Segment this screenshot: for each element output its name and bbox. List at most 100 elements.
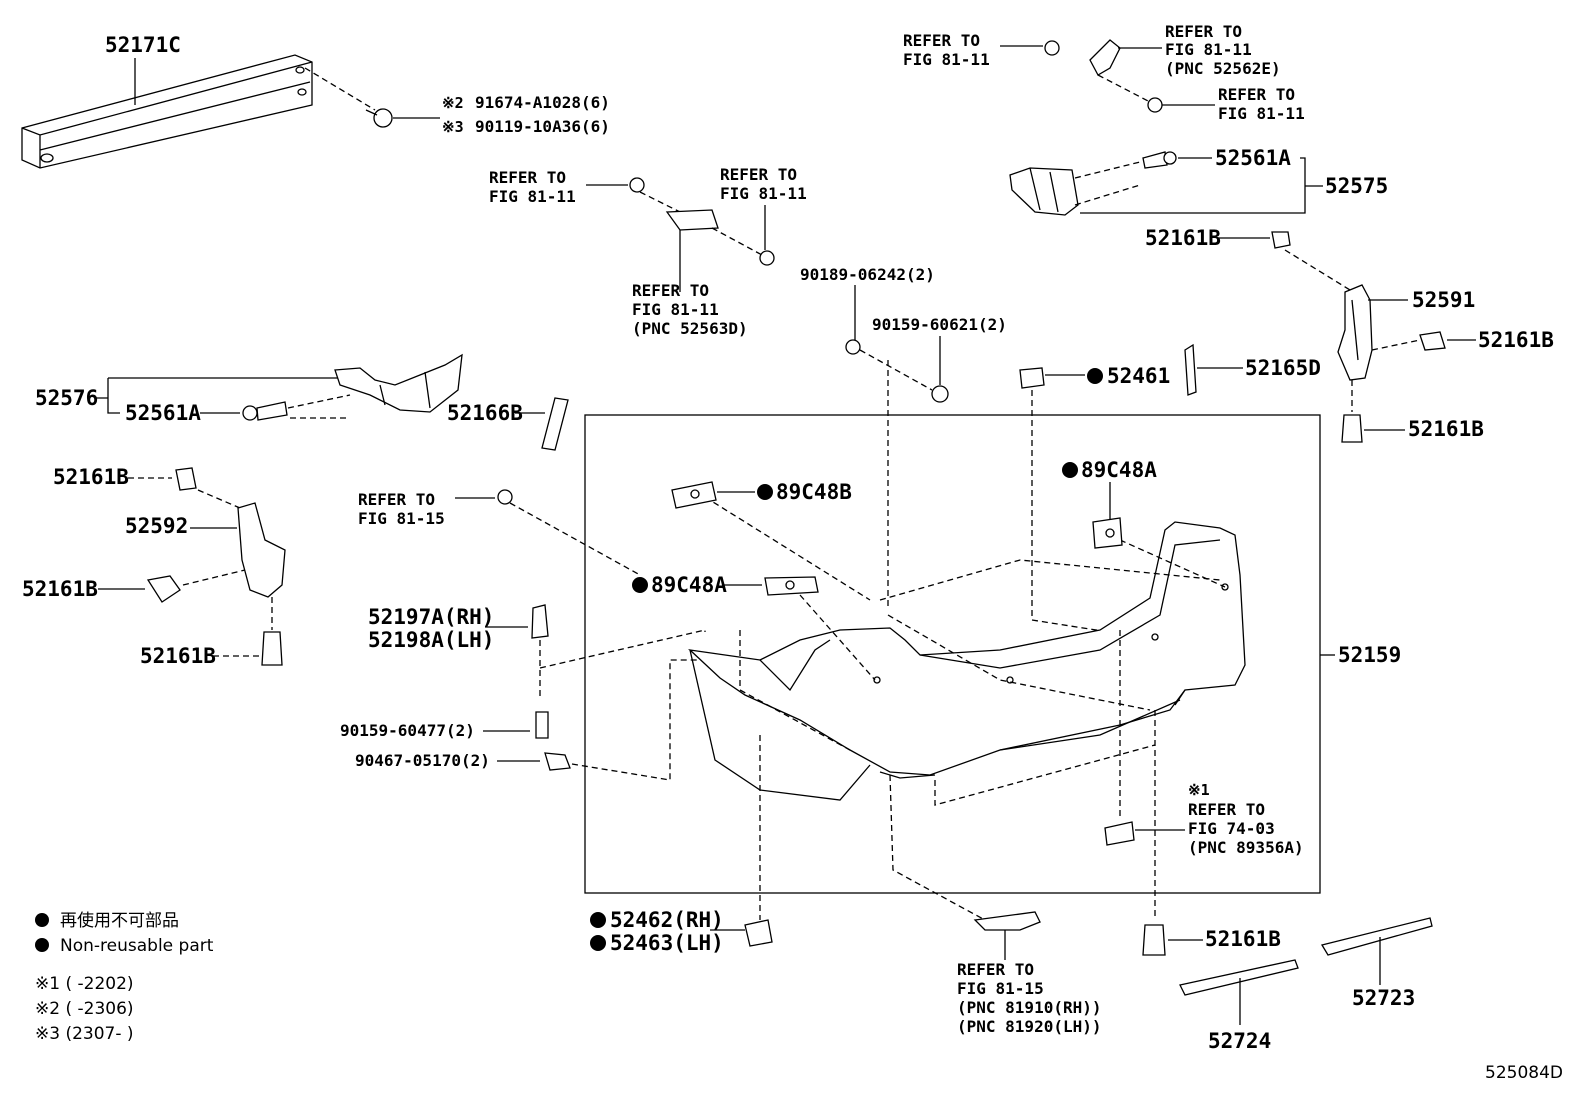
label-52161B: 52161B <box>1205 927 1281 951</box>
clip-52161B[interactable] <box>1142 924 1166 956</box>
pnc-81910: (PNC 81910(RH)) <box>957 998 1102 1017</box>
label-52561A: 52561A <box>125 401 201 425</box>
retainer-52591[interactable] <box>1337 284 1373 381</box>
nonreusable-dot <box>632 577 648 593</box>
clip-52561A-right[interactable] <box>1142 151 1177 169</box>
label-90467: 90467-05170(2) <box>355 751 490 770</box>
label-90119: 90119-10A36(6) <box>475 117 610 136</box>
mark-2: ※2 <box>442 94 464 112</box>
label-52159: 52159 <box>1338 643 1401 667</box>
retainer-52197A[interactable] <box>531 604 549 639</box>
fig-81-15-text: FIG 81-15 <box>358 509 445 528</box>
clip-icon[interactable] <box>497 489 513 505</box>
molding-52723[interactable] <box>1320 917 1433 956</box>
clip-52161B[interactable] <box>261 631 283 666</box>
label-90159-60477: 90159-60477(2) <box>340 721 475 740</box>
molding-52724[interactable] <box>1179 959 1299 996</box>
fig-81-11-text: FIG 81-11 <box>632 300 719 319</box>
label-52166B: 52166B <box>447 401 523 425</box>
legend-nonreusable-en: Non-reusable part <box>60 936 214 956</box>
pnc-81920: (PNC 81920(LH)) <box>957 1017 1102 1036</box>
bolt-91674[interactable] <box>365 108 393 128</box>
label-52723: 52723 <box>1352 986 1415 1010</box>
seal-52165D[interactable] <box>1184 343 1197 396</box>
bracket-52576[interactable] <box>334 353 463 413</box>
fig-74-03-text: FIG 74-03 <box>1188 819 1275 838</box>
sensor-bracket-89C48B[interactable] <box>671 481 717 509</box>
clip-52561A-left[interactable] <box>242 401 288 421</box>
refer-to-text: REFER TO <box>489 168 566 187</box>
refer-to-text: REFER TO <box>632 281 709 300</box>
refer-to-text: REFER TO <box>957 960 1034 979</box>
bracket-52575[interactable] <box>1009 167 1079 216</box>
label-91674: 91674-A1028(6) <box>475 93 610 112</box>
label-90159-60621: 90159-60621(2) <box>872 315 1007 334</box>
fig-81-11-text: FIG 81-11 <box>903 50 990 69</box>
clip-icon[interactable] <box>629 177 645 193</box>
sensor-bracket-89C48A-right[interactable] <box>1092 517 1123 549</box>
refer-to-text: REFER TO <box>1188 800 1265 819</box>
clip-52161B[interactable] <box>146 575 181 603</box>
label-52161B: 52161B <box>1408 417 1484 441</box>
fig-81-11-text: FIG 81-11 <box>720 184 807 203</box>
reflector-81910[interactable] <box>973 911 1041 931</box>
clip-52161B[interactable] <box>1419 331 1446 351</box>
cap-52462[interactable] <box>744 919 773 947</box>
plate-89356A[interactable] <box>1104 821 1135 846</box>
fig-81-15-text: FIG 81-15 <box>957 979 1044 998</box>
legend-dot-icon <box>35 938 49 952</box>
pnc-52562E: (PNC 52562E) <box>1165 59 1281 78</box>
nut-90189[interactable] <box>845 339 861 355</box>
fig-81-11-text: FIG 81-11 <box>1218 104 1305 123</box>
screw-90159-60477[interactable] <box>535 711 549 739</box>
fig-81-11-text: FIG 81-11 <box>489 187 576 206</box>
label-89C48B: 89C48B <box>776 480 852 504</box>
label-52592: 52592 <box>125 514 188 538</box>
label-52161B: 52161B <box>140 644 216 668</box>
clip-icon[interactable] <box>1147 97 1163 113</box>
legend-nonreusable-jp: 再使用不可部品 <box>60 910 179 931</box>
refer-to-text: REFER TO <box>1165 22 1242 41</box>
nonreusable-dot <box>1087 368 1103 384</box>
retainer-52592[interactable] <box>237 502 286 598</box>
label-52161B: 52161B <box>1478 328 1554 352</box>
cover-52461[interactable] <box>1019 367 1045 389</box>
bracket-52563D[interactable] <box>665 209 719 231</box>
clip-52161B[interactable] <box>175 467 197 491</box>
bumper-reinforcement-52171C[interactable] <box>21 54 313 169</box>
clip-52161B[interactable] <box>1271 231 1291 249</box>
nonreusable-dot <box>590 912 606 928</box>
label-52724: 52724 <box>1208 1029 1271 1053</box>
legend-note-2: ※2 ( -2306) <box>35 999 134 1019</box>
legend-note-3: ※3 (2307- ) <box>35 1024 134 1044</box>
clip-90467[interactable] <box>544 752 571 771</box>
label-52462: 52462(RH) <box>610 908 724 932</box>
legend-dot-icon <box>35 913 49 927</box>
refer-to-text: REFER TO <box>358 490 435 509</box>
diagram-id: 525084D <box>1485 1063 1563 1083</box>
reflector-52166B[interactable] <box>541 397 569 451</box>
mark-3: ※3 <box>442 118 464 136</box>
screw-90159-60621[interactable] <box>931 385 949 403</box>
refer-to-text: REFER TO <box>903 31 980 50</box>
fig-81-11-text: FIG 81-11 <box>1165 40 1252 59</box>
clip-icon[interactable] <box>1044 40 1060 56</box>
bumper-cover-52159[interactable] <box>688 521 1246 801</box>
label-52463: 52463(LH) <box>610 931 724 955</box>
nonreusable-dot <box>590 935 606 951</box>
mark-1: ※1 <box>1188 781 1210 799</box>
nonreusable-dot <box>1062 462 1078 478</box>
pnc-52563D: (PNC 52563D) <box>632 319 748 338</box>
legend-note-1: ※1 ( -2202) <box>35 974 134 994</box>
sensor-bracket-89C48A-left[interactable] <box>764 576 819 596</box>
label-52165D: 52165D <box>1245 356 1321 380</box>
label-52461: 52461 <box>1107 364 1170 388</box>
clip-icon[interactable] <box>759 250 775 266</box>
label-52161B: 52161B <box>22 577 98 601</box>
bracket-52562E[interactable] <box>1089 39 1121 76</box>
label-52198A: 52198A(LH) <box>368 628 494 652</box>
refer-to-text: REFER TO <box>720 165 797 184</box>
clip-52161B[interactable] <box>1341 414 1363 443</box>
label-52197A: 52197A(RH) <box>368 605 494 629</box>
